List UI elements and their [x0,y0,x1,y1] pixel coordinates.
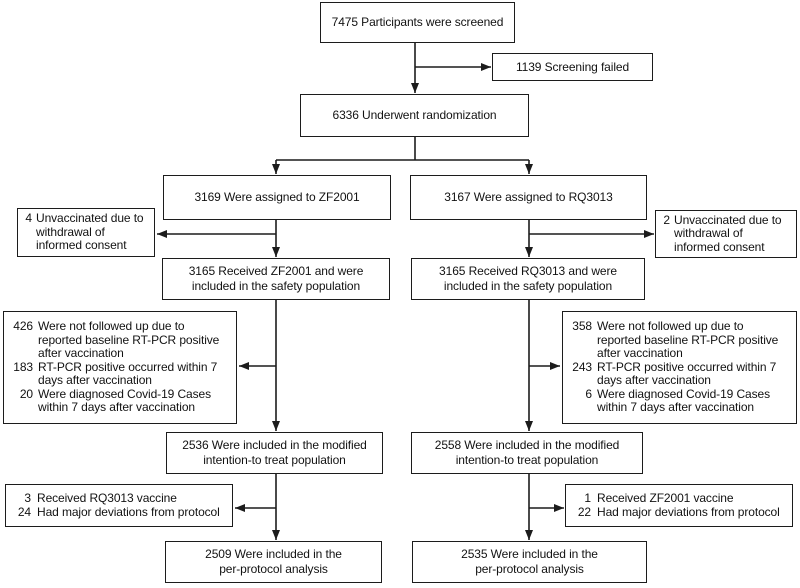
text-line: reported baseline RT-PCR positive [597,332,779,347]
unvaccinated-rq3013-item: 2 Unvaccinated due to withdrawal of info… [661,212,794,255]
text-line: withdrawal of [674,226,743,241]
box-safety-zf2001: 3165 Received ZF2001 and were included i… [162,258,390,300]
text-line: Were not followed up due to [597,319,744,334]
text-line: withdrawal of [36,224,105,239]
excluded-rq3013-item: 358 Were not followed up due to reported… [568,320,794,361]
safety-rq3013-line: 3165 Received RQ3013 and were [439,264,617,278]
item-text: Had major deviations from protocol [37,504,220,519]
item-text: Were diagnosed Covid-19 Cases within 7 d… [597,386,794,415]
item-text: Unvaccinated due to withdrawal of inform… [674,212,794,255]
box-deviations-rq3013: 1 Received ZF2001 vaccine 22 Had major d… [565,484,793,527]
excluded-rq3013-item: 243 RT-PCR positive occurred within 7 da… [568,359,794,388]
safety-zf2001-line: included in the safety population [191,279,361,293]
box-safety-rq3013: 3165 Received RQ3013 and were included i… [411,258,645,300]
item-count: 24 [17,504,31,519]
item-text: Were not followed up due to reported bas… [38,320,234,361]
text-line: Were not followed up due to [38,319,185,334]
item-text: Received ZF2001 vaccine [597,491,734,505]
box-per-protocol-rq3013: 2535 Were included in the per-protocol a… [412,541,647,583]
text-line: days after vaccination [38,373,152,388]
text-line: informed consent [674,239,765,254]
box-randomized: 6336 Underwent randomization [300,94,529,137]
item-count: 6 [585,386,592,401]
item-count: 1 [584,491,591,505]
screening-failed-text: 1139 Screening failed [515,59,630,74]
text-line: after vaccination [38,346,124,361]
box-unvaccinated-rq3013: 2 Unvaccinated due to withdrawal of info… [655,210,797,258]
box-screening-failed: 1139 Screening failed [492,53,653,81]
pp-zf2001-line: per-protocol analysis [219,562,328,576]
mitt-rq3013-line: intention-to treat population [455,453,599,467]
mitt-rq3013-line: 2558 Were included in the modified [434,438,620,452]
text-line: RT-PCR positive occurred within 7 [597,359,777,374]
item-count: 22 [577,504,591,519]
text-line: informed consent [36,238,127,253]
text-line: Were diagnosed Covid-19 Cases [597,386,770,401]
deviations-zf2001-item: 3 Received RQ3013 vaccine [11,491,230,506]
unvaccinated-zf2001-item: 4 Unvaccinated due to withdrawal of info… [23,212,152,253]
assigned-rq3013-text: 3167 Were assigned to RQ3013 [444,190,613,204]
excluded-zf2001-item: 426 Were not followed up due to reported… [9,320,234,361]
safety-rq3013-line: included in the safety population [443,279,613,293]
text-line: reported baseline RT-PCR positive [38,332,220,347]
excluded-zf2001-item: 183 RT-PCR positive occurred within 7 da… [9,359,234,388]
item-text: Had major deviations from protocol [597,504,780,519]
randomized-text: 6336 Underwent randomization [332,108,497,122]
box-excluded-rq3013: 358 Were not followed up due to reported… [562,311,797,424]
item-count: 243 [572,359,592,374]
box-excluded-zf2001: 426 Were not followed up due to reported… [3,311,237,424]
box-per-protocol-zf2001: 2509 Were included in the per-protocol a… [165,541,382,583]
deviations-rq3013-item: 1 Received ZF2001 vaccine [571,491,790,506]
box-assigned-zf2001: 3169 Were assigned to ZF2001 [163,175,391,220]
text-line: RT-PCR positive occurred within 7 [38,359,218,374]
box-deviations-zf2001: 3 Received RQ3013 vaccine 24 Had major d… [5,484,233,527]
item-count: 20 [19,386,33,401]
deviations-rq3013-item: 22 Had major deviations from protocol [571,504,790,520]
item-text: RT-PCR positive occurred within 7 days a… [38,359,234,388]
item-count: 4 [25,211,32,226]
text-line: within 7 days after vaccination [38,400,195,415]
deviations-zf2001-item: 24 Had major deviations from protocol [11,504,230,520]
screened-text: 7475 Participants were screened [331,15,504,29]
excluded-zf2001-item: 20 Were diagnosed Covid-19 Cases within … [9,386,234,415]
box-screened: 7475 Participants were screened [320,2,515,43]
safety-zf2001-line: 3165 Received ZF2001 and were [188,264,364,278]
text-line: within 7 days after vaccination [597,400,754,415]
assigned-zf2001-text: 3169 Were assigned to ZF2001 [194,190,360,204]
text-line: Were diagnosed Covid-19 Cases [38,386,211,401]
item-text: Were not followed up due to reported bas… [597,320,794,361]
pp-rq3013-line: per-protocol analysis [475,562,584,576]
item-count: 358 [572,319,592,334]
box-mitt-zf2001: 2536 Were included in the modified inten… [166,432,383,474]
text-line: Unvaccinated due to [674,212,782,227]
pp-rq3013-line: 2535 Were included in the [461,547,598,561]
item-count: 183 [13,359,33,374]
text-line: after vaccination [597,346,683,361]
box-unvaccinated-zf2001: 4 Unvaccinated due to withdrawal of info… [17,208,155,257]
item-count: 426 [13,319,33,334]
box-mitt-rq3013: 2558 Were included in the modified inten… [411,432,643,474]
item-count: 3 [24,491,31,505]
item-text: Unvaccinated due to withdrawal of inform… [36,212,152,253]
text-line: Unvaccinated due to [36,211,144,226]
mitt-zf2001-line: 2536 Were included in the modified [182,438,367,452]
pp-zf2001-line: 2509 Were included in the [205,547,342,561]
text-line: days after vaccination [597,373,711,388]
item-text: RT-PCR positive occurred within 7 days a… [597,359,794,388]
item-count: 2 [663,212,670,227]
item-text: Were diagnosed Covid-19 Cases within 7 d… [38,386,234,415]
excluded-rq3013-item: 6 Were diagnosed Covid-19 Cases within 7… [568,386,794,415]
mitt-zf2001-line: intention-to treat population [203,453,346,467]
box-assigned-rq3013: 3167 Were assigned to RQ3013 [410,175,647,220]
item-text: Received RQ3013 vaccine [37,491,177,505]
